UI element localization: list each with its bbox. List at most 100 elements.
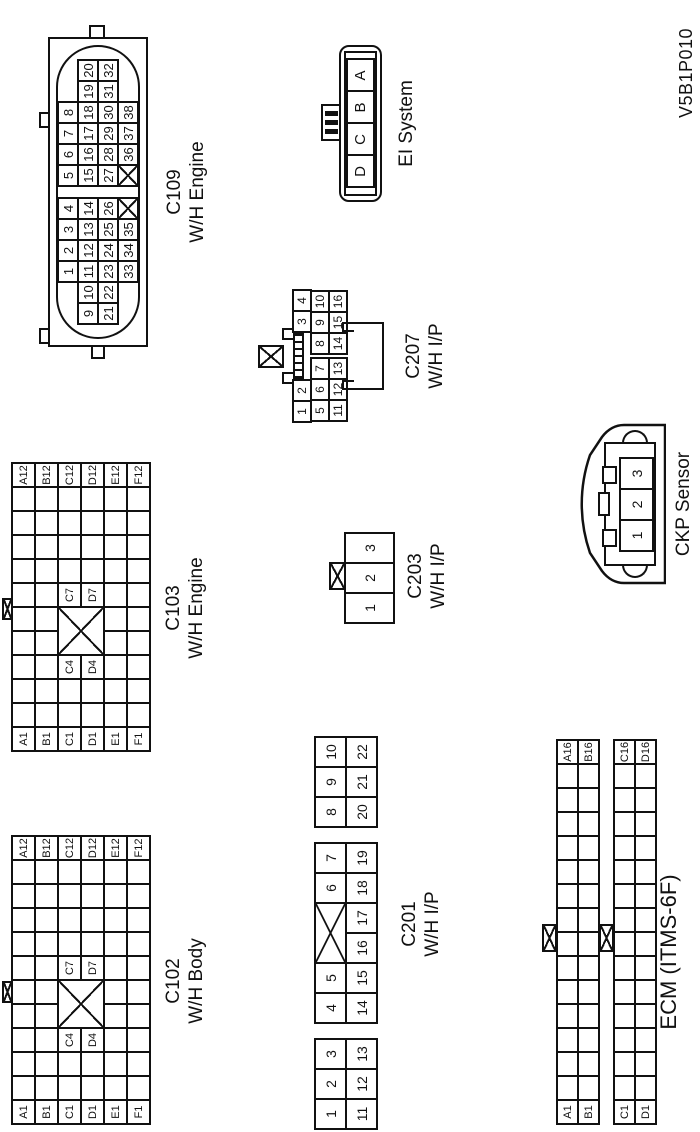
grid-cell: C1 [614, 1100, 635, 1124]
grid-cell: D4 [81, 1028, 104, 1052]
grid-cell [58, 932, 81, 956]
pin-cell: 15 [345, 962, 378, 994]
row-gap [310, 355, 330, 357]
pin-cell: 17 [345, 902, 378, 934]
pin-cell: 18 [77, 101, 99, 124]
lock-tab-icon [542, 924, 557, 952]
grid-cell [614, 932, 635, 956]
grid-cell [614, 908, 635, 932]
grid-cell [127, 487, 150, 511]
latch-bar-icon [325, 111, 338, 116]
grid-cell [557, 812, 578, 836]
ckp-top-notch-icon [598, 492, 610, 516]
grid-cell [35, 1028, 58, 1052]
grid-cell [81, 703, 104, 727]
grid-cell: D1 [81, 727, 104, 751]
grid-cell [578, 812, 599, 836]
pin-cell: 22 [345, 736, 378, 768]
latch-bar-icon [325, 120, 338, 125]
grid-cell [127, 703, 150, 727]
pin-cell: 11 [328, 399, 348, 422]
grid-cell [12, 1052, 35, 1076]
pin-cell: 22 [97, 281, 119, 304]
grid-cell [81, 679, 104, 703]
row-gap [97, 187, 119, 197]
connector-name: W/H Body [186, 938, 207, 1024]
row-gap [57, 187, 79, 197]
pin-cell: 35 [117, 218, 139, 241]
grid-cell [35, 1052, 58, 1076]
lock-tab-icon [258, 345, 284, 368]
connector-label: C103 W/H Engine [162, 464, 208, 752]
pin-cell: 1 [344, 592, 395, 624]
blocked-cavity-icon [57, 606, 105, 656]
grid-cell: E12 [104, 463, 127, 487]
grid-cell [578, 884, 599, 908]
pin-cell: 24 [97, 239, 119, 262]
pin-cell: 8 [57, 101, 79, 124]
grid-cell [104, 1028, 127, 1052]
pin-cell: 4 [314, 992, 347, 1024]
pin-cell: 5 [314, 962, 347, 994]
grid-cell: B16 [578, 740, 599, 764]
grid-cell [635, 884, 656, 908]
grid-cell [81, 932, 104, 956]
pin-cell: 14 [345, 992, 378, 1024]
pin-cell: 34 [117, 239, 139, 262]
grid-cell [557, 788, 578, 812]
grid-cell [635, 932, 656, 956]
bracket-hook-icon [342, 380, 354, 390]
grid-cell [635, 1004, 656, 1028]
pin-cell: 2 [292, 379, 312, 402]
grid-cell: C7 [58, 956, 81, 980]
grid-cell [35, 1076, 58, 1100]
pin-cell: 20 [77, 59, 99, 82]
pin-cell: 19 [345, 842, 378, 874]
grid-cell: C4 [58, 1028, 81, 1052]
grid-cell [635, 836, 656, 860]
pin-cell: 36 [117, 143, 139, 166]
grid-cell [635, 1052, 656, 1076]
pin-cell: 5 [57, 164, 79, 187]
grid-cell: D7 [81, 583, 104, 607]
latch-bar-icon [325, 129, 338, 134]
pin-cell: 19 [77, 80, 99, 103]
connector-name: W/H I/P [428, 543, 449, 609]
pin-cell: 14 [328, 332, 348, 355]
grid-cell [35, 631, 58, 655]
connector-label: EI System [395, 45, 418, 202]
grid-cell [127, 1004, 150, 1028]
grid-cell: E12 [104, 836, 127, 860]
figure-id: V5B1P010 [676, 27, 696, 118]
grid-cell [104, 1052, 127, 1076]
grid-cell [557, 884, 578, 908]
grid-cell [12, 956, 35, 980]
grid-cell: C16 [614, 740, 635, 764]
pin-cell: 3 [619, 457, 654, 490]
grid-cell [635, 788, 656, 812]
grid-cell [578, 1028, 599, 1052]
grid-cell [578, 908, 599, 932]
grid-cell: D12 [81, 836, 104, 860]
grid-cell [127, 583, 150, 607]
grid-cell [614, 788, 635, 812]
grid-cell [35, 559, 58, 583]
grid-cell [127, 1052, 150, 1076]
grid-cell [35, 980, 58, 1004]
grid-cell [127, 607, 150, 631]
lock-tab-icon [599, 924, 614, 952]
grid-cell [557, 980, 578, 1004]
pin-cell: 11 [345, 1098, 378, 1130]
pin-cell: 10 [77, 281, 99, 304]
grid-cell [81, 1076, 104, 1100]
bracket-hook-icon [342, 322, 354, 332]
grid-cell [104, 703, 127, 727]
grid-cell: E1 [104, 1100, 127, 1124]
grid-cell: C1 [58, 727, 81, 751]
pin-cell: 1 [314, 1098, 347, 1130]
